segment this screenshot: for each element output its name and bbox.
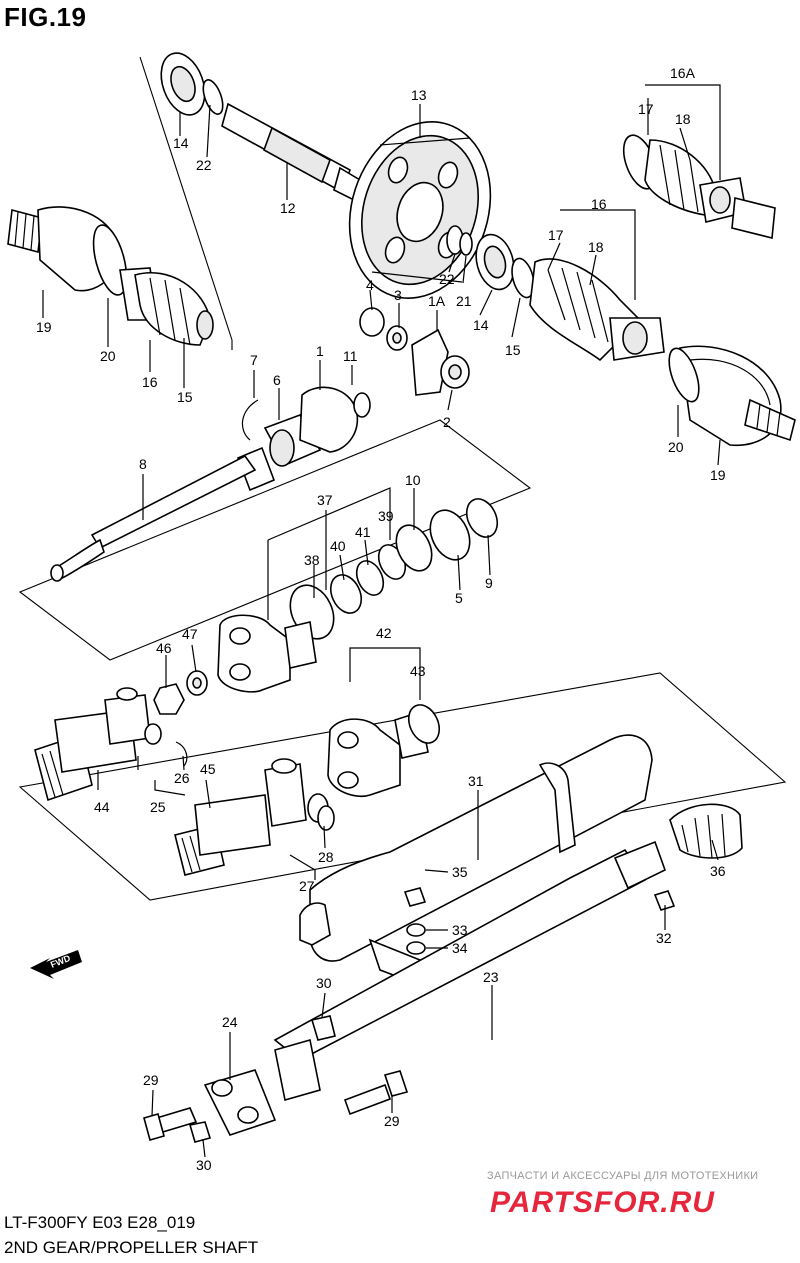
secondary-shaft-assembly — [160, 52, 372, 206]
callout-44: 44 — [94, 799, 110, 815]
callout-26: 26 — [174, 770, 190, 786]
figure-name: 2ND GEAR/PROPELLER SHAFT — [4, 1238, 259, 1257]
callout-21: 21 — [456, 293, 472, 309]
callout-45: 45 — [200, 761, 216, 777]
callout-4: 4 — [366, 277, 374, 293]
callout-32: 32 — [656, 930, 672, 946]
callout-29: 29 — [143, 1072, 159, 1088]
callout-15b: 15 — [177, 389, 193, 405]
callout-10: 10 — [405, 472, 421, 488]
universal-joint-16a — [622, 134, 776, 240]
callout-16: 16 — [591, 196, 607, 212]
callout-35: 35 — [452, 864, 468, 880]
bearing-set-right — [446, 225, 535, 299]
callout-2: 2 — [443, 414, 451, 430]
frame-lines — [18, 56, 787, 901]
propeller-tube-23 — [273, 840, 666, 1061]
callout-11: 11 — [343, 348, 358, 364]
watermark-caption: ЗАПЧАСТИ И АКСЕССУАРЫ ДЛЯ МОТОТЕХНИКИ — [487, 1170, 759, 1182]
callout-19b: 19 — [36, 319, 52, 335]
drive-end-left — [7, 206, 214, 346]
callout-40: 40 — [330, 538, 346, 554]
callout-20: 20 — [668, 439, 684, 455]
callout-22: 22 — [196, 157, 212, 173]
callout-14: 14 — [173, 135, 189, 151]
callout-6: 6 — [273, 372, 281, 388]
fasteners-32-35 — [403, 887, 676, 955]
callout-14b: 14 — [473, 317, 489, 333]
watermark-logo-text: PARTSFOR.RU — [490, 1186, 715, 1219]
callout-30: 30 — [316, 975, 332, 991]
callout-25: 25 — [150, 799, 166, 815]
callout-12: 12 — [280, 200, 296, 216]
callout-19: 19 — [710, 467, 726, 483]
u-joint-45 — [174, 758, 335, 876]
callout-39: 39 — [378, 508, 394, 524]
callout-20b: 20 — [100, 348, 116, 364]
watermark-logo: PARTSFOR.RU — [490, 1186, 715, 1219]
callout-18b: 18 — [588, 239, 604, 255]
callout-3: 3 — [394, 287, 402, 303]
u-joint-44 — [34, 687, 188, 802]
figure-title: FIG.19 — [4, 2, 87, 32]
callout-28: 28 — [318, 849, 334, 865]
ring-stack — [289, 498, 499, 640]
callout-29b: 29 — [384, 1113, 400, 1129]
yoke-37 — [217, 614, 317, 693]
callout-43: 43 — [410, 663, 426, 679]
callout-33: 33 — [452, 922, 468, 938]
model-code: LT-F300FY E03 E28_019 — [4, 1213, 196, 1232]
pinion-parts — [359, 307, 470, 396]
callout-labels: 14 22 12 13 16A 17 18 16 17 18 4 3 1A 22… — [36, 65, 726, 1173]
callout-13: 13 — [411, 87, 427, 103]
callout-1a: 1A — [428, 293, 446, 309]
callout-22b: 22 — [439, 271, 455, 287]
boot-36 — [669, 803, 743, 859]
nut-washer-46-47 — [153, 670, 208, 715]
callout-38: 38 — [304, 552, 320, 568]
callout-16b: 16 — [142, 374, 158, 390]
callout-7: 7 — [250, 352, 258, 368]
callout-41: 41 — [355, 524, 371, 540]
callout-9: 9 — [485, 575, 493, 591]
boot-assembly-right — [529, 258, 665, 362]
callout-36: 36 — [710, 863, 726, 879]
callout-37: 37 — [317, 492, 333, 508]
callout-47: 47 — [182, 626, 198, 642]
callout-18: 18 — [675, 111, 691, 127]
leader-lines — [42, 84, 721, 1158]
callout-30b: 30 — [196, 1157, 212, 1173]
callout-46: 46 — [156, 640, 172, 656]
callout-34: 34 — [452, 940, 468, 956]
callout-23: 23 — [483, 969, 499, 985]
drive-end-right — [668, 345, 796, 447]
callout-17: 17 — [638, 101, 654, 117]
callout-27: 27 — [299, 878, 315, 894]
callout-16a: 16A — [670, 65, 696, 81]
callout-17b: 17 — [548, 227, 564, 243]
callout-5: 5 — [455, 590, 463, 606]
propeller-housing-31 — [299, 734, 653, 987]
callout-24: 24 — [222, 1014, 238, 1030]
callout-1: 1 — [316, 343, 324, 359]
callout-42: 42 — [376, 625, 392, 641]
callout-15: 15 — [505, 342, 521, 358]
callout-8: 8 — [139, 456, 147, 472]
fwd-arrow-icon: FWD — [30, 950, 82, 979]
gear-1-assembly — [241, 386, 371, 467]
flange-joint-24 — [143, 1015, 409, 1143]
callout-31: 31 — [468, 773, 484, 789]
yoke-42 — [327, 704, 441, 797]
propeller-shaft-8 — [50, 446, 276, 582]
